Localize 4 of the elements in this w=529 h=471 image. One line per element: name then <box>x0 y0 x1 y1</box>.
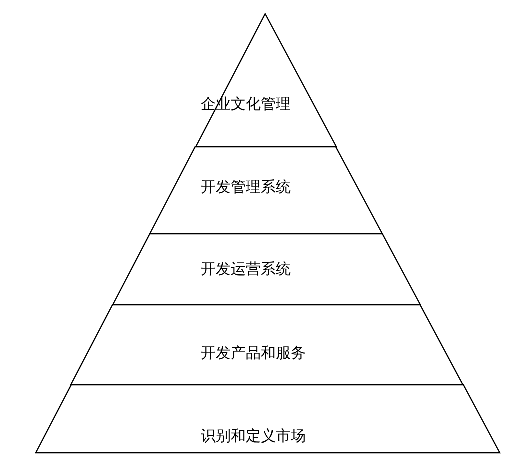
tier-label: 开发运营系统 <box>200 260 291 279</box>
tier-label: 识别和定义市场 <box>201 427 306 446</box>
tier-label: 开发产品和服务 <box>200 344 306 363</box>
tier-label: 开发管理系统 <box>200 178 291 197</box>
